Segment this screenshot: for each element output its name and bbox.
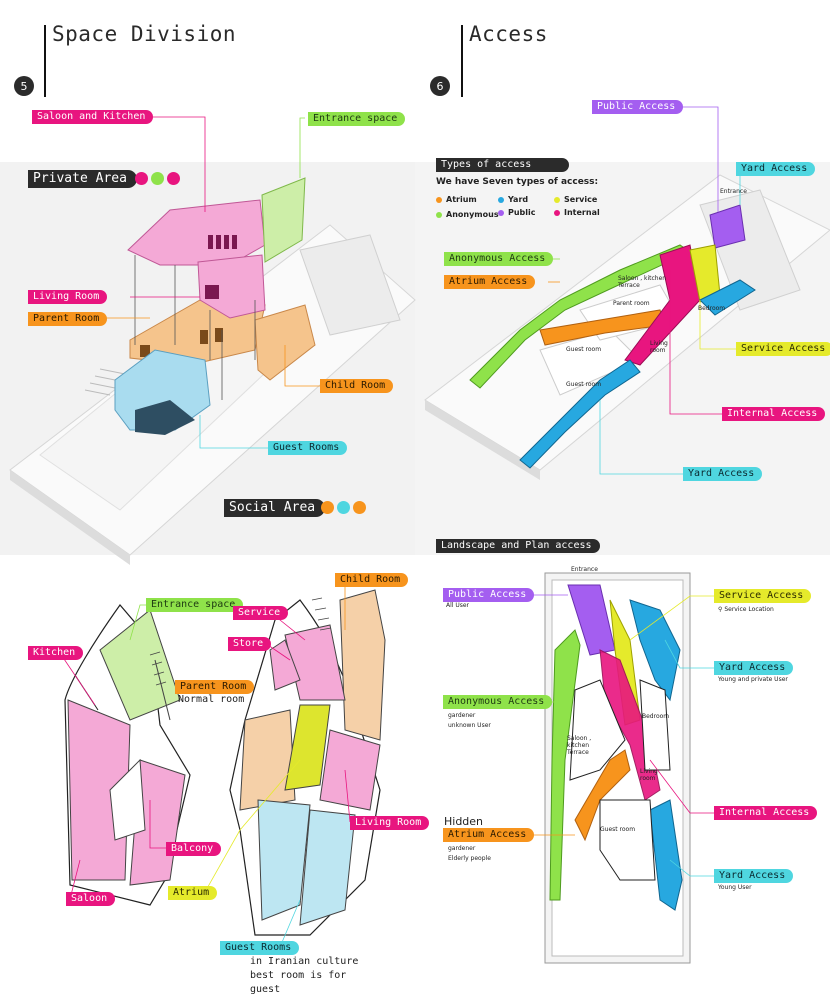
label-guest-rooms: Guest Rooms <box>268 441 348 455</box>
plan-label-normal-room: Normal room <box>178 694 245 705</box>
types-of-access-title: Types of access <box>436 158 569 172</box>
plan-label-guest-note: in Iranian culture best room is for gues… <box>250 956 359 995</box>
legend-internal: Internal <box>554 208 600 217</box>
plan-label-parent-room: Parent Room <box>175 680 255 694</box>
label-internal-access: Internal Access <box>722 407 826 421</box>
legend-atrium-label: Atrium <box>446 195 477 204</box>
legend-internal-swatch <box>554 209 560 216</box>
plan-label-service: Service <box>233 606 289 620</box>
plan-right-bedroom: Bedroom <box>642 713 670 720</box>
plan-right-yard-access-bottom: Yard Access <box>714 869 794 883</box>
social-dot-orange <box>321 501 334 514</box>
label-parent-room: Parent Room <box>28 312 108 326</box>
panel5-model <box>9 116 416 565</box>
plan-right-service-sub-text: Service Location <box>724 606 774 613</box>
panel6-title: Access <box>469 22 548 46</box>
legend-yard-swatch <box>498 196 504 203</box>
plan-right-anonymous-sub1: gardener <box>448 712 476 719</box>
panel6-model <box>424 106 830 480</box>
room-bedroom: Bedroom <box>698 305 726 312</box>
plan-right-saloon-label: Saloon , kitchen Terrace <box>567 735 592 756</box>
panel5-number: 5 <box>14 76 34 96</box>
plan-right-hidden: Hidden <box>444 815 484 828</box>
private-dot-green <box>151 172 164 185</box>
plan-right-service-access: Service Access <box>714 589 812 603</box>
label-entrance-space: Entrance space <box>308 112 406 126</box>
legend-service-label: Service <box>564 195 598 204</box>
plan-left-drawing <box>59 579 386 948</box>
plan-label-guest-rooms: Guest Rooms <box>220 941 300 955</box>
private-dot-pink <box>135 172 148 185</box>
plan-right-yard-access-top: Yard Access <box>714 661 794 675</box>
plan-right-yard-top-sub: Young and private User <box>718 676 788 683</box>
room-guest-room-1: Guest room <box>566 346 602 353</box>
plan-label-store: Store <box>228 637 272 651</box>
plan-label-atrium: Atrium <box>168 886 218 900</box>
legend-anonymous: Anonymous <box>436 210 499 219</box>
plan-right-atrium-sub2: Elderly people <box>448 855 491 862</box>
label-service-access: Service Access <box>736 342 830 356</box>
plan-right-public-access: Public Access <box>443 588 535 602</box>
plan-label-living-room: Living Room <box>350 816 430 830</box>
panel6-number: 6 <box>430 76 450 96</box>
types-of-access-subtitle: We have Seven types of access: <box>436 177 599 187</box>
label-child-room: Child Room <box>320 379 394 393</box>
plan-right-guest-room: Guest room <box>600 826 636 833</box>
panel5-divider <box>44 25 46 97</box>
social-dot-cyan <box>337 501 350 514</box>
legend-public-label: Public <box>508 208 536 217</box>
legend-atrium-swatch <box>436 196 442 203</box>
plan-right-atrium-sub1: gardener <box>448 845 476 852</box>
label-saloon-kitchen: Saloon and Kitchen <box>32 110 154 124</box>
legend-public: Public <box>498 208 536 217</box>
label-private-area: Private Area <box>28 170 137 188</box>
plan-label-balcony: Balcony <box>166 842 222 856</box>
legend-anonymous-label: Anonymous <box>446 210 499 219</box>
legend-atrium: Atrium <box>436 195 477 204</box>
label-anonymous-access: Anonymous Access <box>444 252 554 266</box>
legend-yard-label: Yard <box>508 195 529 204</box>
plan-label-child-room: Child Room <box>335 573 409 587</box>
plan-label-entrance-space: Entrance space <box>146 598 244 612</box>
plan-right-yard-bottom-sub: Young User <box>718 884 752 891</box>
room-saloon-kitchen-terrace: Saloon , kitchen Terrace <box>618 275 667 289</box>
legend-service: Service <box>554 195 597 204</box>
label-public-access: Public Access <box>592 100 684 114</box>
label-living-room: Living Room <box>28 290 108 304</box>
legend-yard: Yard <box>498 195 528 204</box>
plan-right-entrance: Entrance <box>571 566 598 573</box>
plan-label-kitchen: Kitchen <box>28 646 84 660</box>
label-social-area: Social Area <box>224 499 326 517</box>
legend-public-swatch <box>498 209 504 216</box>
plan-right-anonymous-sub2: unknown User <box>448 722 491 729</box>
label-atrium-access: Atrium Access <box>444 275 536 289</box>
plan-right-anonymous-access: Anonymous Access <box>443 695 553 709</box>
legend-service-swatch <box>554 196 560 203</box>
plan-right-living-room: Living room <box>640 768 658 782</box>
location-pin-icon: ⚲ <box>718 606 723 613</box>
room-living-room: Living room <box>650 340 668 354</box>
label-yard-access-top: Yard Access <box>736 162 816 176</box>
panel6-divider <box>461 25 463 97</box>
legend-anonymous-swatch <box>436 211 442 218</box>
room-parent-room: Parent room <box>613 300 650 307</box>
plan-right-title: Landscape and Plan access <box>436 539 600 553</box>
label-yard-access-bottom: Yard Access <box>683 467 763 481</box>
room-guest-room-2: Guest room <box>566 381 602 388</box>
social-dot-orange-2 <box>353 501 366 514</box>
plan-right-drawing <box>505 572 715 964</box>
plan-right-atrium-access: Atrium Access <box>443 828 535 842</box>
private-dot-pink-2 <box>167 172 180 185</box>
plan-right-internal-access: Internal Access <box>714 806 818 820</box>
plan-right-service-sub: ⚲ Service Location <box>718 606 774 613</box>
plan-right-public-sub: All User <box>446 602 470 609</box>
label-entrance-top: Entrance <box>720 188 747 195</box>
panel5-title: Space Division <box>52 22 237 46</box>
plan-label-saloon: Saloon <box>66 892 116 906</box>
legend-internal-label: Internal <box>564 208 600 217</box>
